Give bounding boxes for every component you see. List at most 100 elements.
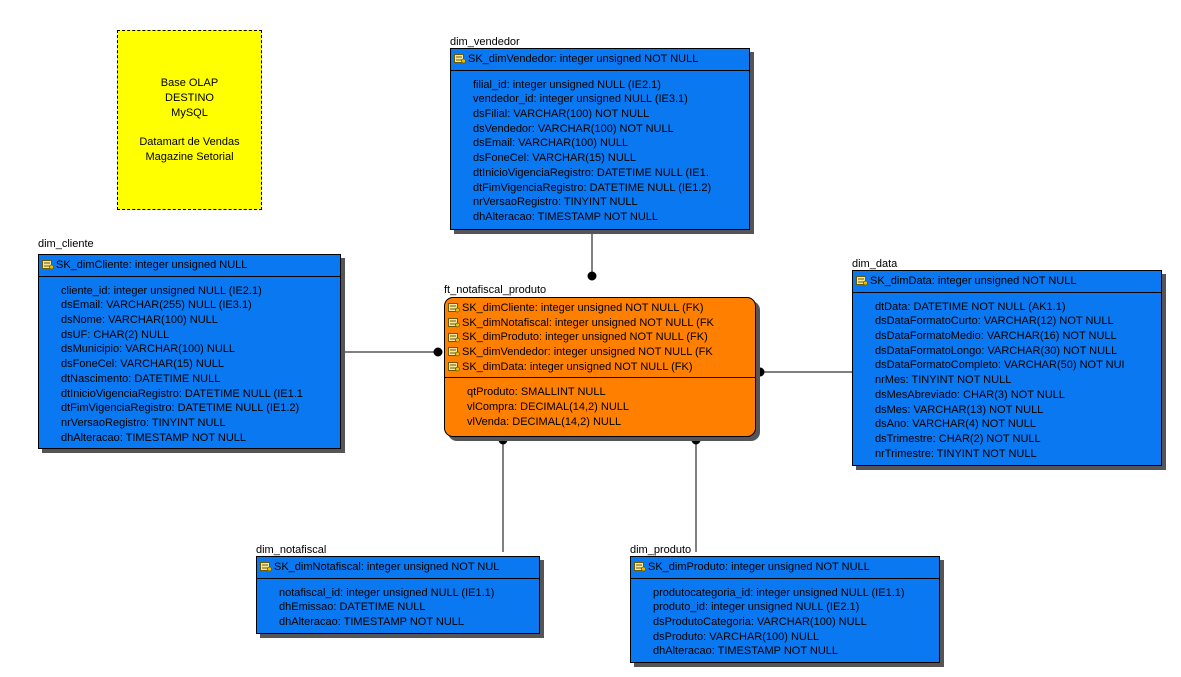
attribute-row: filial_id: integer unsigned NULL (IE2.1) bbox=[473, 78, 661, 91]
primary-key-label: SK_dimVendedor: integer unsigned NOT NUL… bbox=[468, 53, 699, 65]
primary-key-section: SK_dimProduto: integer unsigned NOT NULL bbox=[631, 557, 939, 579]
primary-key-row: SK_dimProduto: integer unsigned NOT NULL bbox=[634, 560, 937, 575]
primary-key-label: SK_dimCliente: integer unsigned NOT NULL… bbox=[462, 302, 704, 314]
attribute-row: dsFoneCel: VARCHAR(15) NULL bbox=[473, 152, 637, 165]
attribute-row: dtFimVigenciaRegistro: DATETIME NULL (IE… bbox=[61, 402, 300, 415]
attribute-section: dtData: DATETIME NOT NULL (AK1.1) dsDataF… bbox=[853, 293, 1161, 462]
primary-key-row: SK_dimProduto: integer unsigned NOT NULL… bbox=[448, 330, 753, 345]
key-icon bbox=[260, 562, 272, 572]
key-icon bbox=[634, 562, 646, 572]
attribute-row: dtInicioVigenciaRegistro: DATETIME NULL … bbox=[473, 166, 709, 179]
primary-key-label: SK_dimProduto: integer unsigned NOT NULL… bbox=[462, 331, 708, 344]
attribute-row: dhAlteracao: TIMESTAMP NOT NULL bbox=[653, 645, 839, 658]
note-line: Base OLAP bbox=[160, 76, 219, 89]
attribute-row: dsDataFormatoCurto: VARCHAR(12) NOT NULL bbox=[875, 315, 1114, 328]
attribute-row: dsMunicipio: VARCHAR(100) NULL bbox=[61, 343, 236, 356]
attribute-row: produtocategoria_id: integer unsigned NU… bbox=[653, 586, 905, 599]
attribute-row: dhEmissao: DATETIME NULL bbox=[279, 601, 426, 614]
entity-title-dim-notafiscal: dim_notafiscal bbox=[256, 544, 327, 556]
primary-key-row: SK_dimNotafiscal: integer unsigned NOT N… bbox=[260, 560, 537, 575]
attribute-row: dsDataFormatoMedio: VARCHAR(16) NOT NULL bbox=[875, 330, 1117, 343]
attribute-section: filial_id: integer unsigned NULL (IE2.1)… bbox=[451, 71, 749, 225]
primary-key-section: SK_dimCliente: integer unsigned NULL bbox=[39, 255, 340, 277]
key-icon bbox=[448, 347, 460, 357]
key-icon bbox=[42, 260, 54, 270]
rel-dot-produto bbox=[691, 435, 701, 445]
attribute-row: nrVersaoRegistro: TINYINT NULL bbox=[61, 416, 226, 429]
attribute-row: nrTrimestre: TINYINT NOT NULL bbox=[875, 447, 1037, 460]
attribute-section: produtocategoria_id: integer unsigned NU… bbox=[631, 579, 939, 659]
attribute-section: notafiscal_id: integer unsigned NULL (IE… bbox=[257, 579, 539, 630]
note-line: DESTINO bbox=[165, 91, 214, 104]
key-icon bbox=[454, 54, 466, 64]
attribute-section: cliente_id: integer unsigned NULL (IE2.1… bbox=[39, 277, 340, 446]
attribute-row: dsDataFormatoLongo: VARCHAR(30) NOT NULL bbox=[875, 344, 1118, 357]
attribute-row: dhAlteracao: TIMESTAMP NOT NULL bbox=[279, 616, 465, 629]
primary-key-row: SK_dimNotafiscal: integer unsigned NOT N… bbox=[448, 316, 753, 331]
rel-dot-vendedor bbox=[587, 271, 597, 281]
attribute-row: dsVendedor: VARCHAR(100) NOT NULL bbox=[473, 122, 674, 135]
entity-title-dim-produto: dim_produto bbox=[630, 544, 692, 556]
primary-key-label: SK_dimNotafiscal: integer unsigned NOT N… bbox=[462, 316, 714, 329]
primary-key-row: SK_dimData: integer unsigned NOT NULL (F… bbox=[448, 360, 753, 375]
primary-key-section: SK_dimData: integer unsigned NOT NULL bbox=[853, 271, 1161, 293]
attribute-row: dsProdutoCategoria: VARCHAR(100) NULL bbox=[653, 616, 867, 629]
key-icon bbox=[856, 276, 868, 286]
entity-title-dim-cliente: dim_cliente bbox=[38, 238, 94, 250]
attribute-row: dsEmail: VARCHAR(255) NULL (IE3.1) bbox=[61, 299, 252, 312]
attribute-row: dsTrimestre: CHAR(2) NOT NULL bbox=[875, 432, 1041, 445]
attribute-row: cliente_id: integer unsigned NULL (IE2.1… bbox=[61, 284, 262, 297]
key-icon bbox=[448, 303, 460, 313]
attribute-row: notafiscal_id: integer unsigned NULL (IE… bbox=[279, 586, 495, 599]
attribute-row: dtInicioVigenciaRegistro: DATETIME NULL … bbox=[61, 387, 303, 400]
entity-title-dim-vendedor: dim_vendedor bbox=[450, 36, 520, 48]
attribute-row: vlVenda: DECIMAL(14,2) NULL bbox=[467, 415, 622, 428]
attribute-row: nrVersaoRegistro: TINYINT NULL bbox=[473, 196, 638, 209]
key-icon bbox=[448, 362, 460, 372]
entity-dim-data[interactable]: SK_dimData: integer unsigned NOT NULL dtD… bbox=[852, 270, 1162, 466]
attribute-row: dsProduto: VARCHAR(100) NULL bbox=[653, 630, 820, 643]
attribute-row: produto_id: integer unsigned NULL (IE2.1… bbox=[653, 601, 860, 614]
attribute-row: dtFimVigenciaRegistro: DATETIME NULL (IE… bbox=[473, 181, 712, 194]
entity-title-ft-notafiscal-produto: ft_notafiscal_produto bbox=[444, 284, 547, 296]
rel-dot-cliente bbox=[433, 347, 443, 357]
entity-dim-notafiscal[interactable]: SK_dimNotafiscal: integer unsigned NOT N… bbox=[256, 556, 540, 634]
primary-key-row: SK_dimData: integer unsigned NOT NULL bbox=[856, 274, 1159, 289]
primary-key-row: SK_dimVendedor: integer unsigned NOT NUL… bbox=[448, 345, 753, 360]
entity-ft-notafiscal-produto[interactable]: SK_dimCliente: integer unsigned NOT NULL… bbox=[444, 297, 756, 437]
primary-key-section: SK_dimVendedor: integer unsigned NOT NUL… bbox=[451, 49, 749, 71]
attribute-row: dsMesAbreviado: CHAR(3) NOT NULL bbox=[875, 388, 1065, 401]
attribute-row: dsMes: VARCHAR(13) NOT NULL bbox=[875, 403, 1044, 416]
attribute-row: qtProduto: SMALLINT NULL bbox=[467, 386, 606, 399]
primary-key-row: SK_dimCliente: integer unsigned NOT NULL… bbox=[448, 301, 753, 316]
attribute-row: vendedor_id: integer unsigned NULL (IE3.… bbox=[473, 93, 688, 106]
entity-dim-vendedor[interactable]: SK_dimVendedor: integer unsigned NOT NUL… bbox=[450, 48, 750, 230]
note-line: MySQL bbox=[171, 106, 208, 119]
primary-key-section: SK_dimCliente: integer unsigned NOT NULL… bbox=[445, 298, 755, 379]
primary-key-row: SK_dimVendedor: integer unsigned NOT NUL… bbox=[454, 52, 747, 67]
primary-key-label: SK_dimData: integer unsigned NOT NULL (F… bbox=[462, 360, 693, 373]
rel-dot-notafiscal bbox=[498, 435, 508, 445]
attribute-row: dsUF: CHAR(2) NULL bbox=[61, 328, 170, 341]
attribute-row: dhAlteracao: TIMESTAMP NOT NULL bbox=[473, 210, 659, 223]
primary-key-label: SK_dimProduto: integer unsigned NOT NULL bbox=[648, 561, 870, 573]
primary-key-label: SK_dimCliente: integer unsigned NULL bbox=[56, 259, 248, 271]
primary-key-label: SK_dimData: integer unsigned NOT NULL bbox=[870, 275, 1077, 287]
note-line: Datamart de Vendas bbox=[139, 135, 240, 148]
attribute-row: dtData: DATETIME NOT NULL (AK1.1) bbox=[875, 300, 1066, 313]
attribute-row: dsAno: VARCHAR(4) NOT NULL bbox=[875, 418, 1036, 431]
primary-key-label: SK_dimVendedor: integer unsigned NOT NUL… bbox=[462, 346, 713, 359]
entity-dim-produto[interactable]: SK_dimProduto: integer unsigned NOT NULL… bbox=[630, 556, 940, 663]
key-icon bbox=[448, 318, 460, 328]
attribute-row: dsNome: VARCHAR(100) NULL bbox=[61, 314, 218, 327]
note-line: Magazine Setorial bbox=[145, 150, 234, 163]
primary-key-row: SK_dimCliente: integer unsigned NULL bbox=[42, 258, 338, 273]
entity-dim-cliente[interactable]: SK_dimCliente: integer unsigned NULL clie… bbox=[38, 254, 341, 449]
rel-dot-data bbox=[755, 367, 765, 377]
primary-key-section: SK_dimNotafiscal: integer unsigned NOT N… bbox=[257, 557, 539, 579]
note-box: Base OLAP DESTINO MySQL Datamart de Vend… bbox=[117, 30, 262, 210]
entity-title-dim-data: dim_data bbox=[852, 258, 898, 270]
attribute-row: dsDataFormatoCompleto: VARCHAR(50) NOT N… bbox=[875, 359, 1125, 372]
attribute-row: nrMes: TINYINT NOT NULL bbox=[875, 374, 1012, 387]
